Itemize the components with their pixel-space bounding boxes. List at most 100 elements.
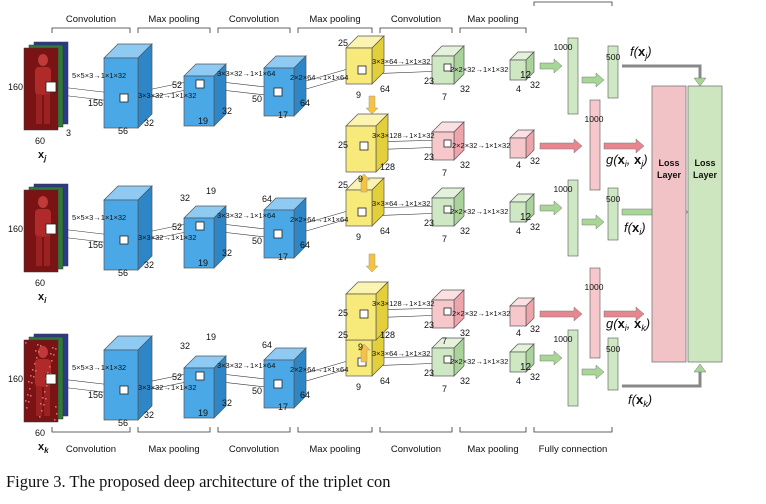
conv2-kernel-k	[273, 379, 283, 389]
input-kernel-square-k	[45, 373, 57, 385]
pool3-block-i	[509, 193, 535, 223]
output-f-xi: f(xi)	[624, 220, 646, 237]
kernel-label-3-j: 3×3×32→1×1×64	[217, 69, 275, 78]
kernel-label-6-k: 2×2×32→1×1×32	[450, 357, 508, 366]
pool3-dim-c-i: 32	[530, 222, 540, 232]
pair-arrow-to-loss-ij	[603, 138, 645, 154]
conv3-dim-a-i: 23	[424, 218, 434, 228]
stage-bracket-bottom-4	[379, 427, 453, 433]
stage-label-top-1: Convolution	[66, 14, 116, 25]
conv1-block-j	[103, 43, 153, 129]
conv2-dim-a-k: 50	[252, 386, 262, 396]
conv1-block-k	[103, 335, 153, 421]
input-height-j: 160	[8, 82, 23, 92]
pair-dim-c-ij: 128	[380, 162, 395, 172]
kernel-label-7-ij: 3×3×128→1×1×32	[372, 131, 435, 140]
kernel-label-4-j: 2×2×64→1×1×64	[290, 73, 348, 82]
fc1000-bar-k	[567, 329, 579, 407]
pool1-kernel-i	[195, 221, 205, 231]
stage-bracket-top-0	[51, 27, 131, 33]
arrow-i-to-pair-ik	[365, 253, 379, 273]
arrow-to-fc500-i	[581, 214, 605, 230]
conv2-kernel-j	[273, 87, 283, 97]
input-kernel-square-i	[45, 223, 57, 235]
pool1-kernel-j	[195, 79, 205, 89]
conv1-kernel-i	[119, 235, 129, 245]
pool2-dim-a-j: 25	[338, 38, 348, 48]
arrowhead-fj	[693, 77, 707, 87]
pair-fc1000-label-ik: 1000	[585, 282, 604, 292]
figure-caption: Figure 3. The proposed deep architecture…	[6, 472, 391, 491]
pool2-dim-b-k: 9	[356, 382, 361, 392]
pool2-kernel-j	[357, 65, 367, 75]
conv3-dim-c-i: 32	[460, 226, 470, 236]
arrow-j-to-pair-ij	[365, 95, 379, 115]
pool3-dim-a-i: 12	[520, 212, 532, 223]
conv3-dim-b-k: 7	[442, 384, 447, 394]
pool1-block-k	[183, 355, 227, 419]
loss-label-triplet-2: Layer	[693, 170, 718, 180]
pair-pool3-dim-c-ij: 32	[530, 156, 540, 166]
kernel-label-2-i: 3×3×32→1×1×32	[138, 233, 196, 242]
kernel-label-1-k: 5×5×3→1×1×32	[72, 363, 126, 372]
pool1-top-dim2-i: 19	[206, 186, 216, 196]
conv2-top-dim-i: 64	[262, 194, 272, 204]
pool3-dim-c-k: 32	[530, 372, 540, 382]
pool1-top-dim2-k: 19	[206, 332, 216, 342]
conv3-dim-b-j: 7	[442, 92, 447, 102]
kernel-label-4-k: 2×2×64→1×1×64	[290, 365, 348, 374]
kernel-label-3-k: 3×3×32→1×1×64	[217, 361, 275, 370]
caption-blur	[420, 468, 620, 498]
fc500-bar-j	[607, 45, 619, 99]
stage-label-bottom-5: Convolution	[391, 444, 441, 455]
pair-conv-block-ik	[431, 289, 465, 329]
conv1-kernel-k	[119, 385, 129, 395]
arrow-to-fc500-j	[581, 72, 605, 88]
pool3-dim-a-j: 12	[520, 70, 532, 81]
kernel-label-2-j: 3×3×32→1×1×32	[138, 91, 196, 100]
output-g-xi-xj: g(xi, xj)	[606, 152, 648, 169]
stage-bracket-bottom-5	[459, 427, 527, 433]
pool2-dim-a-i: 25	[338, 180, 348, 190]
fc1000-label-i: 1000	[554, 184, 573, 194]
arrow-k-to-pair-ik	[357, 343, 371, 363]
conv3-block-i	[431, 187, 465, 227]
pair-pool3-block-ik	[509, 297, 535, 327]
pool3-block-k	[509, 343, 535, 373]
conv3-block-j	[431, 45, 465, 85]
pool3-dim-b-i: 4	[516, 226, 521, 236]
kernel-label-2-k: 3×3×32→1×1×32	[138, 383, 196, 392]
input-width-j: 60	[35, 136, 45, 146]
stage-label-top-6: Max pooling	[467, 14, 518, 25]
conv2-kernel-i	[273, 229, 283, 239]
output-f-xj: f(xj)	[630, 44, 652, 61]
arrow-to-fc-j	[539, 58, 563, 74]
pair-kernel-label-6-ij: 2×2×32→1×1×32	[452, 141, 510, 150]
pool1-dim-a-i: 52	[172, 222, 182, 232]
stage-label-bottom-2: Max pooling	[148, 444, 199, 455]
conv1-dim-c-j: 32	[144, 118, 154, 128]
input-width-i: 60	[35, 278, 45, 288]
kernel-label-4-i: 2×2×64→1×1×64	[290, 215, 348, 224]
pair-pool3-dim-b-ij: 4	[516, 160, 521, 170]
stage-bracket-bottom-6	[533, 427, 613, 433]
pair-conv-dim-a-ik: 23	[424, 320, 434, 330]
conv3-dim-a-j: 23	[424, 76, 434, 86]
fc500-label-k: 500	[606, 344, 620, 354]
pool3-dim-c-j: 32	[530, 80, 540, 90]
stage-label-bottom-3: Convolution	[229, 444, 279, 455]
pair-fc1000-label-ij: 1000	[585, 114, 604, 124]
pool1-dim-c-k: 32	[222, 398, 232, 408]
arrow-to-fc-i	[539, 200, 563, 216]
loss-layer-pairwise	[651, 85, 687, 363]
input-width-k: 60	[35, 428, 45, 438]
pair-arrow-to-loss-ik	[603, 306, 645, 322]
pair-kernel-label-6-ik: 2×2×32→1×1×32	[452, 309, 510, 318]
conv1-dim-c-i: 32	[144, 260, 154, 270]
stage-label-top-3: Convolution	[229, 14, 279, 25]
kernel-label-1-j: 5×5×3→1×1×32	[72, 71, 126, 80]
pool3-block-j	[509, 51, 535, 81]
pool1-dim-b-j: 19	[198, 116, 208, 126]
pair-dim-a-ij: 25	[338, 140, 348, 150]
conv2-dim-c-k: 64	[300, 390, 310, 400]
